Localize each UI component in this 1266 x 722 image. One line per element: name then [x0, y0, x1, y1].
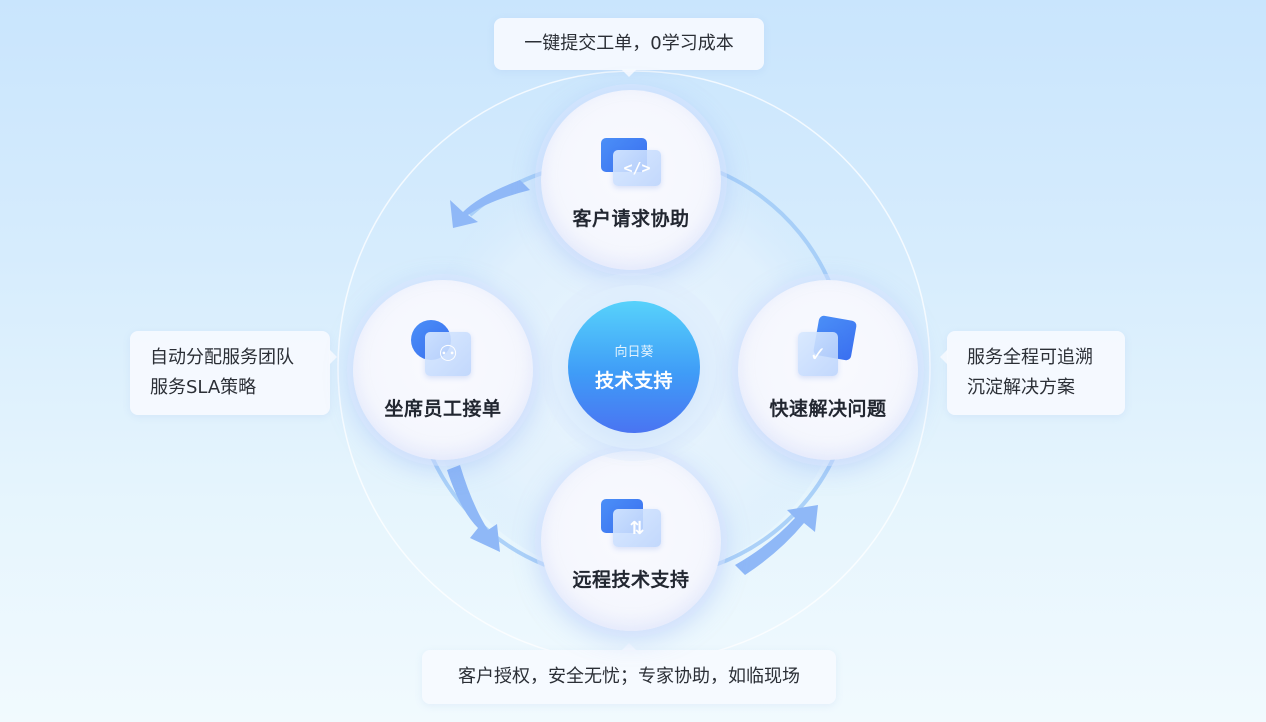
hub-title: 技术支持 — [594, 370, 673, 392]
callout-left: 自动分配服务团队 服务SLA策略 — [130, 331, 337, 415]
arrow-bottom-left-icon — [447, 465, 500, 552]
remote-connection-icon: ⇅ — [599, 497, 663, 549]
node-label: 客户请求协助 — [572, 208, 690, 230]
callout-left-line-1: 自动分配服务团队 — [150, 347, 294, 368]
callout-right: 服务全程可追溯 沉淀解决方案 — [940, 331, 1125, 415]
check-badge-icon: ✓ — [796, 315, 860, 378]
hub-subtitle: 向日葵 — [614, 345, 654, 360]
node-quick-resolve: ✓ 快速解决问题 — [738, 280, 918, 460]
central-hub: 向日葵 技术支持 — [568, 301, 700, 433]
callout-bottom-text: 客户授权，安全无忧；专家协助，如临现场 — [458, 666, 800, 687]
callout-top-text: 一键提交工单，0学习成本 — [524, 33, 734, 54]
node-agent-accept: ⚇ 坐席员工接单 — [353, 280, 533, 460]
node-customer-request: </> 客户请求协助 — [541, 90, 721, 270]
arrow-bottom-right-icon — [735, 505, 818, 575]
node-label: 远程技术支持 — [572, 569, 690, 591]
callout-bottom: 客户授权，安全无忧；专家协助，如临现场 — [422, 643, 836, 704]
callout-top: 一键提交工单，0学习成本 — [494, 18, 764, 77]
node-label: 快速解决问题 — [769, 398, 887, 420]
node-label: 坐席员工接单 — [384, 398, 502, 420]
callout-left-line-2: 服务SLA策略 — [150, 377, 257, 398]
callout-right-line-1: 服务全程可追溯 — [967, 347, 1093, 368]
node-remote-support: ⇅ 远程技术支持 — [541, 451, 721, 631]
code-window-icon: </> — [599, 136, 663, 188]
arrow-top-left-icon — [450, 180, 530, 228]
team-users-icon: ⚇ — [411, 320, 475, 378]
callout-right-line-2: 沉淀解决方案 — [967, 377, 1075, 398]
